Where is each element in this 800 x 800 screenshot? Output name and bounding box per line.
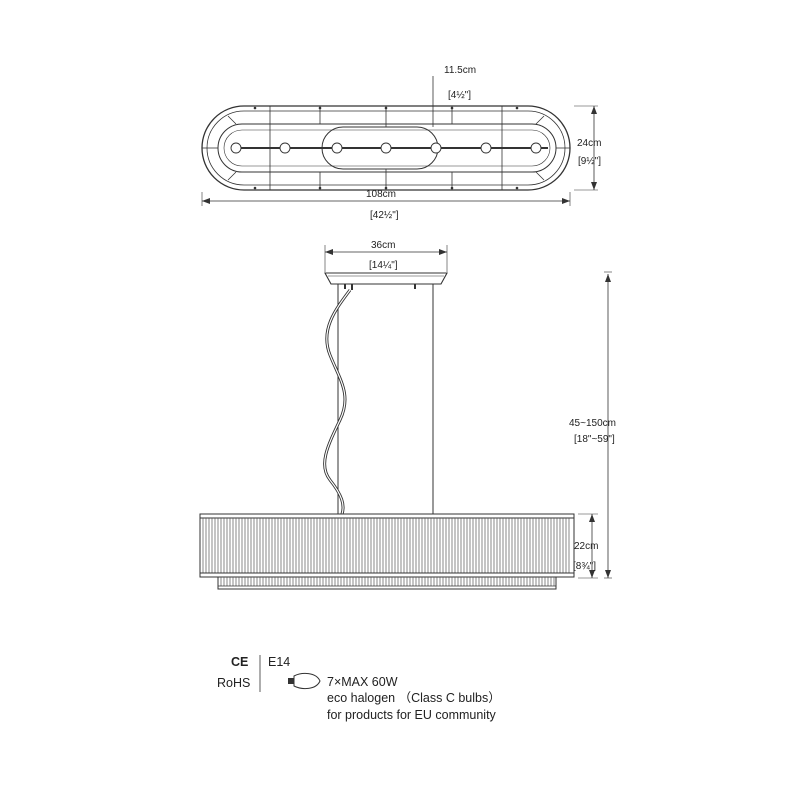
screw-width-label: 11.5cm (444, 65, 476, 76)
screw-width-inch-label: [4½"] (448, 90, 471, 101)
canopy-width-inch-label: [14¼"] (369, 259, 398, 271)
power-cord (323, 289, 352, 515)
ceiling-canopy (324, 272, 448, 285)
shade-height-inch-label: [8¾"] (573, 561, 596, 572)
ce-mark: CE (231, 655, 248, 669)
canopy-width-label: 36cm (371, 240, 395, 251)
depth-dimension: 24cm [9½"] (574, 105, 601, 191)
length-dimension: 108cm [42½"] (201, 189, 571, 221)
shade-height-dimension: 22cm [8¾"] (573, 513, 598, 579)
bulb-1 (230, 142, 242, 154)
shade-bottom-band (199, 572, 575, 578)
bulb-icon (288, 672, 321, 690)
bulb-count-wattage: 7×MAX 60W (327, 675, 398, 689)
bulb-2 (279, 142, 291, 154)
depth-inch-label: [9½"] (578, 156, 601, 167)
drop-height-inch-label: [18"~59"] (574, 434, 615, 445)
bulb-4 (380, 142, 392, 154)
screw-width-dimension: 11.5cm [4½"] (432, 65, 476, 127)
lamp-shade (199, 513, 575, 590)
drop-height-dimension: 45~150cm [18"~59"] (569, 271, 616, 579)
depth-label: 24cm (577, 138, 601, 149)
shade-ribs (202, 518, 570, 573)
bulb-3 (331, 142, 343, 154)
top-view: 11.5cm [4½"] 24cm [9½"] 108cm [42½"] (201, 65, 601, 221)
canopy-screws (344, 284, 416, 290)
shade-top-band (199, 513, 575, 519)
shade-height-label: 22cm (574, 541, 598, 552)
rohs-mark: RoHS (217, 676, 250, 690)
bulb-6 (480, 142, 492, 154)
length-inch-label: [42½"] (370, 210, 399, 221)
lower-tier-ribs (220, 577, 555, 586)
side-view: 36cm [14¼"] 45~150cm [18"~59"] (199, 240, 616, 590)
specifications: CE RoHS E14 7×MAX 60W eco halogen （Class… (217, 655, 501, 722)
length-label: 108cm (366, 189, 396, 200)
bulb-type: eco halogen （Class C bulbs） (327, 691, 501, 705)
top-view-inner-frame-inner (223, 129, 551, 167)
top-view-rivets (253, 106, 519, 190)
market-note: for products for EU community (327, 708, 497, 722)
top-view-bulbs (230, 142, 542, 154)
canopy-width-dimension: 36cm [14¼"] (324, 240, 448, 272)
drop-height-label: 45~150cm (569, 418, 616, 429)
bulb-5 (430, 142, 442, 154)
socket-type: E14 (268, 655, 290, 669)
bulb-7 (530, 142, 542, 154)
